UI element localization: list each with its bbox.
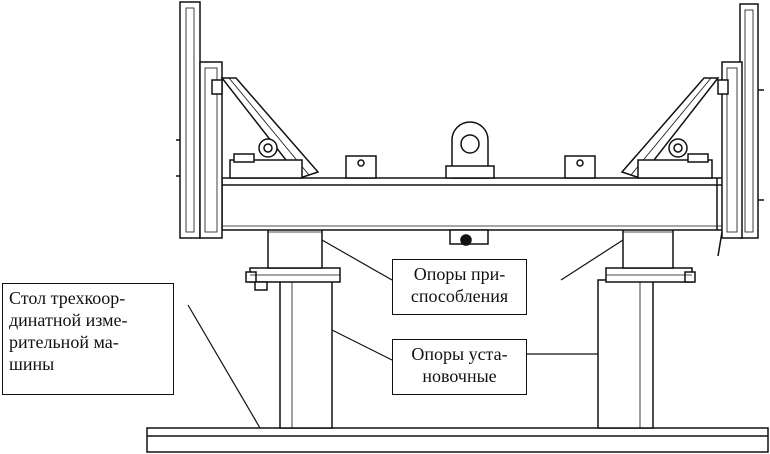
installation-supports-label-line: новочные (422, 366, 497, 386)
machine-table-label: Стол трехкоор- динатной изме- рительной … (2, 283, 174, 395)
center-lifting-eye (445, 121, 495, 179)
machine-table-label-line: динатной изме- (9, 310, 128, 330)
fixture-supports-label-line: Опоры при- (413, 264, 506, 284)
right-top-bracket (564, 155, 596, 179)
fixture-supports-label-line: способления (410, 286, 509, 306)
machine-table-label-line: шины (9, 354, 55, 374)
left-clamp (229, 138, 303, 179)
machine-table-label-line: Стол трехкоор- (9, 288, 126, 308)
right-installation-support (597, 267, 696, 429)
leader-lines (187, 239, 624, 429)
left-installation-support (245, 267, 341, 429)
machine-table-label-line: рительной ма- (9, 332, 119, 352)
right-clamp (637, 138, 713, 179)
right-side-frame (717, 3, 764, 257)
left-top-bracket (345, 155, 377, 179)
installation-supports-label-line: Опоры уста- (411, 344, 508, 364)
machine-table-plate (146, 427, 769, 453)
installation-supports-label: Опоры уста- новочные (392, 339, 527, 395)
bottom-center-hook (449, 229, 489, 246)
main-beam (204, 177, 736, 231)
right-fixture-support (622, 227, 674, 269)
right-diagonal-brace (620, 77, 729, 179)
left-fixture-support (267, 227, 323, 269)
left-side-frame (176, 1, 223, 239)
fixture-supports-label: Опоры при- способления (392, 259, 527, 315)
